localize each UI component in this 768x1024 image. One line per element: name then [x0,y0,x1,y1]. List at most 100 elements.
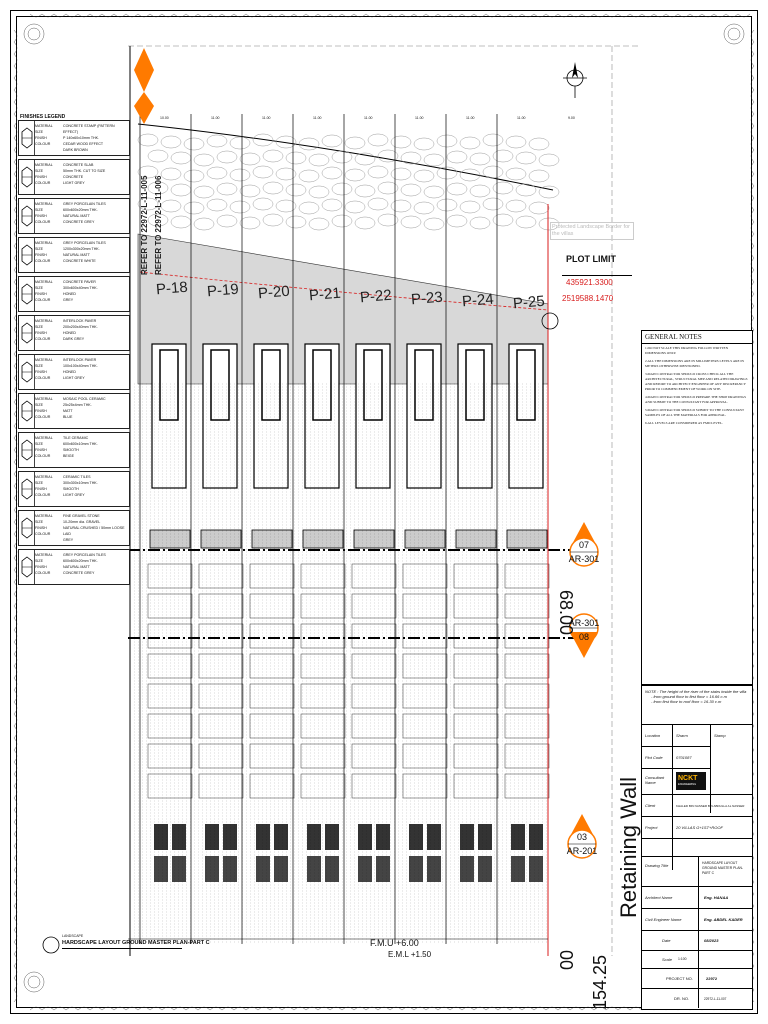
survey-point-icon [541,312,559,330]
civil-engineer-label: Civil Engineer Name [645,917,682,922]
grid-tick-label: 11.00 [517,116,526,120]
retaining-wall-label: Retaining Wall [616,776,641,918]
material-tag-icon [21,556,33,578]
legend-value: NATURAL MATT [63,214,90,218]
grid-tick-label: 11.00 [313,116,322,120]
site-plan [128,45,640,956]
scale-row: Scale 1:100 [642,950,752,968]
legend-value: CEDAR WOOD EFFECT [63,142,104,146]
legend-value: LIGHT GREY [63,376,85,380]
legend-key: MATERIAL [35,202,53,206]
legend-key: FINISH [35,136,47,140]
general-notes-panel: GENERAL NOTES 1.DO NOT SCALE THIS DRAWIN… [641,330,753,685]
consultant-logo-subtext: ENGINEERING [678,783,697,786]
north-arrow-icon [563,62,587,98]
legend-value: CONCRETE PAVER [63,280,96,284]
client-value: KHALED BIN NASSER BIN ABDULLA AL NASSER [676,804,745,808]
section-ref: AR-301 [568,554,600,564]
legend-key: FINISH [35,253,47,257]
scale-value: 1:100 [678,957,687,961]
general-note-item: 4.MAIN CONTRACTOR SHOULD PREPARE THE SHO… [645,395,746,404]
title-block: NOTE : The height of the riser of the st… [641,685,753,1010]
consultant-label: Consultant Name [645,775,665,785]
legend-value: 300x600x40mm THK. [63,286,98,290]
drawing-title-value: HARDSCAPE LAYOUT GROUND MASTER PLAN-PART… [702,861,744,875]
drawing-title-label: Drawing Title [645,863,669,868]
plot-limit-label: PLOT LIMIT [566,254,616,264]
legend-value: P 140x60x10mm THK. [63,136,100,140]
section-ref: AR-201 [566,846,598,856]
legend-value: HONED [63,331,76,335]
legend-value: LIGHT GREY [63,493,85,497]
architect-label: Architect Name [645,895,673,900]
legend-key: SIZE [35,169,43,173]
legend-value: 600x600x10mm THK. [63,442,98,446]
legend-key: MATERIAL [35,475,53,479]
legend-value: DARK GREY [63,337,85,341]
section-marker-icon [567,814,597,859]
grid-tick-label: 11.00 [211,116,220,120]
riser-note-line-1: - from ground floor to first floor = 16.… [651,694,727,699]
legend-key: MATERIAL [35,319,53,323]
legend-key: COLOUR [35,337,51,341]
title-divider [698,856,699,1008]
legend-key: COLOUR [35,454,51,458]
plot-number-label: P-19 [206,280,240,301]
plot-number-label: P-22 [359,286,393,307]
legend-key: MATERIAL [35,514,53,518]
legend-key: SIZE [35,481,43,485]
legend-key: FINISH [35,526,47,530]
legend-value: 1200x300x20mm THK. [63,247,100,251]
legend-key: MATERIAL [35,358,53,362]
legend-key: FINISH [35,175,47,179]
drawing-no-value: 22972-L-11-007 [704,997,727,1001]
legend-value: 10-20mm dia. GRAVEL [63,520,101,524]
legend-key: FINISH [35,448,47,452]
label-divider [672,724,673,870]
legend-value: 600x600x20mm THK. [63,208,98,212]
legend-key: SIZE [35,208,43,212]
dimension-width: 68.00 [556,590,576,636]
sheet-border [10,10,758,1014]
legend-key: COLOUR [35,532,51,536]
legend-value: INTERLOCK PAVER [63,358,97,362]
grid-tick-label: 11.00 [466,116,475,120]
legend-value: NATURAL MATT [63,253,90,257]
legend-key: SIZE [35,286,43,290]
legend-key: FINISH [35,214,47,218]
legend-key: MATERIAL [35,280,53,284]
project-no-row: PROJECT NO. 22972 [642,968,752,988]
legend-key: SIZE [35,325,43,329]
legend-key: MATERIAL [35,553,53,557]
legend-key: MATERIAL [35,436,53,440]
section-marker-icon [569,613,599,658]
legend-key: COLOUR [35,298,51,302]
protected-border-note: Protected Landscape Border for the villa… [550,222,634,240]
drawing-caption-small: LANDSCAPE [62,934,84,938]
date-value: 08/2023 [704,938,719,943]
section-marker-icon [569,522,599,567]
section-number: 07 [578,540,589,550]
legend-value: CONCRETE [63,175,84,179]
civil-engineer-value: Eng. ABDEL KADER [704,917,743,922]
